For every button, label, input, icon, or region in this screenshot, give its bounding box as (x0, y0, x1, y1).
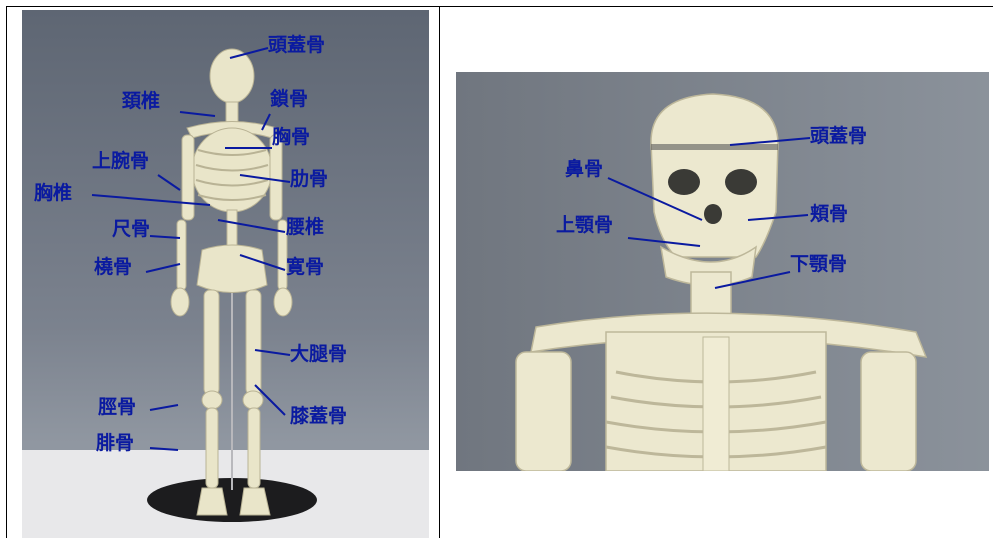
label-maxilla: 上顎骨 (556, 216, 613, 235)
label-tibia: 脛骨 (98, 398, 136, 417)
label-sternum: 胸骨 (272, 128, 310, 147)
label-nasal: 鼻骨 (565, 160, 603, 179)
label-mandible: 下顎骨 (790, 255, 847, 274)
label-humerus: 上腕骨 (92, 152, 149, 171)
label-skull: 頭蓋骨 (268, 36, 325, 55)
label-skull-closeup: 頭蓋骨 (810, 127, 867, 146)
skull-closeup-photo (456, 72, 989, 471)
label-lumbar: 腰椎 (286, 218, 324, 237)
label-fibula: 腓骨 (96, 434, 134, 453)
label-thoracic: 胸椎 (34, 184, 72, 203)
label-femur: 大腿骨 (290, 345, 347, 364)
full-skeleton-photo (22, 10, 429, 538)
label-pelvis: 寛骨 (286, 258, 324, 277)
label-cervical: 頚椎 (122, 92, 160, 111)
label-zygomatic: 頬骨 (810, 205, 848, 224)
label-radius: 橈骨 (94, 258, 132, 277)
label-ribs: 肋骨 (290, 170, 328, 189)
label-ulna: 尺骨 (112, 220, 150, 239)
label-clavicle: 鎖骨 (270, 90, 308, 109)
label-patella: 膝蓋骨 (290, 407, 347, 426)
